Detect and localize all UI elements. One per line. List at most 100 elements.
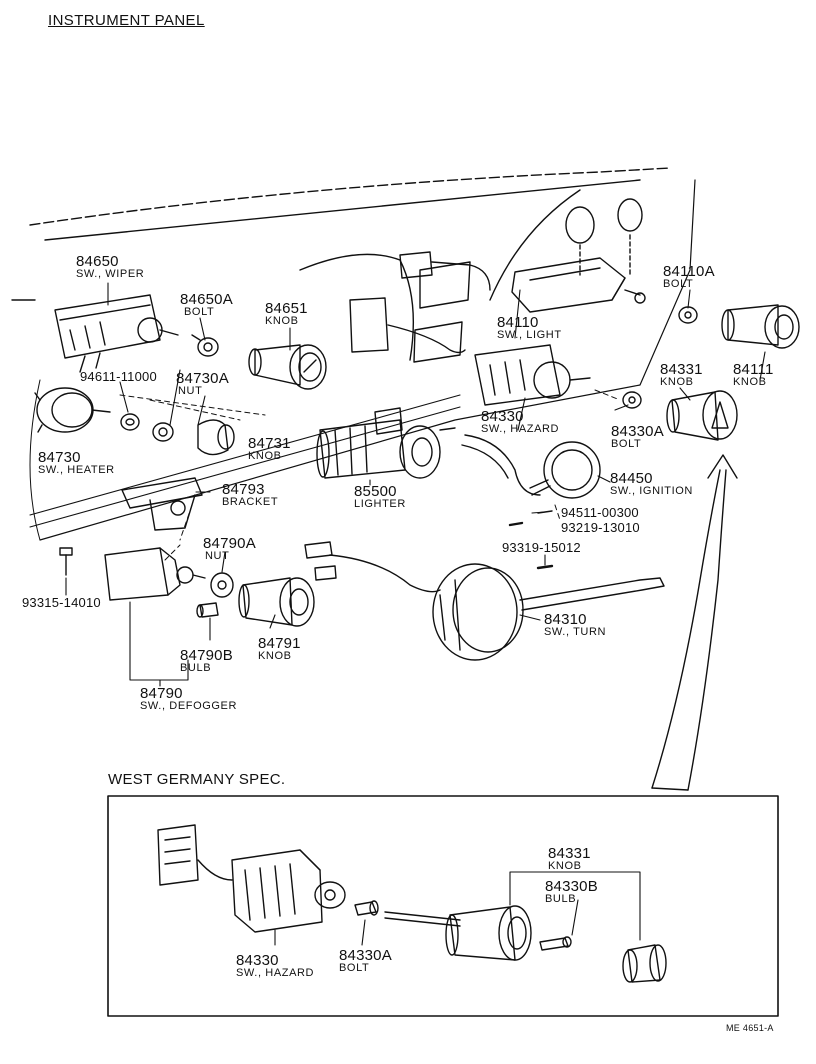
part-number: 84330 (236, 952, 279, 969)
part-number: 84111 (733, 361, 774, 378)
part-label-84110a: 84110A BOLT (663, 264, 715, 290)
part-label-84793: 84793 BRACKET (222, 482, 278, 508)
part-name: SW., HAZARD (481, 423, 560, 435)
part-number: 84330A (339, 947, 392, 964)
knob-84791-drawing (238, 577, 315, 627)
leader-lines (65, 282, 766, 687)
part-name: KNOB (548, 860, 582, 872)
part-number: 84793 (222, 481, 265, 498)
defogger-switch-drawing (104, 547, 206, 601)
part-label-84791: 84791 KNOB (258, 636, 301, 662)
part-label-84310: 84310 SW., TURN (544, 612, 606, 638)
spec-leader-lines (274, 871, 641, 946)
part-name: NUT (205, 550, 230, 562)
spec-reference-arrow (651, 454, 738, 791)
part-number: 84330A (611, 423, 664, 440)
spec-hazard-switch-drawing (157, 824, 346, 933)
knob-84651-drawing (248, 344, 327, 390)
nut-84730a-drawing (152, 422, 174, 442)
part-label-84330: 84330 SW., HAZARD (481, 409, 559, 435)
part-number: 84110 (497, 314, 539, 331)
part-number: 84330B (545, 878, 598, 895)
part-name: SW., IGNITION (610, 485, 693, 497)
part-label-93219: 93219-13010 (561, 521, 640, 534)
part-number: 84730A (176, 370, 229, 387)
part-name: BOLT (611, 438, 642, 450)
part-number: 85500 (354, 483, 397, 500)
part-number: 94611-11000 (80, 369, 157, 384)
part-label-84730: 84730 SW., HEATER (38, 450, 115, 476)
light-switch-drawing (349, 251, 646, 354)
part-number: 84650A (180, 291, 233, 308)
spec-label-84330: 84330 SW., HAZARD (236, 953, 314, 979)
turn-switch-drawing (304, 541, 665, 661)
bulb-84790b-drawing (196, 602, 219, 618)
part-label-85500: 85500 LIGHTER (354, 484, 406, 510)
part-number: 84331 (660, 361, 703, 378)
part-name: SW., TURN (544, 626, 607, 638)
bracket-drawing (121, 477, 203, 531)
part-name: KNOB (733, 376, 767, 388)
diagram-title: INSTRUMENT PANEL (48, 12, 205, 29)
part-label-84731: 84731 KNOB (248, 436, 291, 462)
part-label-84650a: 84650A BOLT (180, 292, 233, 318)
part-number: 93319-15012 (502, 540, 581, 555)
part-label-84651: 84651 KNOB (265, 301, 308, 327)
part-number: 93315-14010 (22, 595, 101, 610)
part-name: BULB (545, 893, 577, 905)
nut-84790a-drawing (210, 572, 234, 598)
part-name: KNOB (248, 450, 282, 462)
wiper-switch-drawing (54, 294, 179, 373)
part-name: SW., DEFOGGER (140, 700, 238, 712)
spec-bolt-84330a-drawing (354, 900, 379, 916)
part-label-84330a: 84330A BOLT (611, 424, 664, 450)
screw-93315-drawing (59, 547, 73, 576)
heater-switch-drawing (34, 387, 111, 433)
bolt-84330a-drawing (622, 391, 642, 409)
drawing-code: ME 4651-A (726, 1023, 774, 1033)
instrument-panel-outline (11, 167, 696, 541)
spec-cap-drawing (622, 944, 667, 983)
part-label-93315: 93315-14010 (22, 596, 101, 609)
spec-label-84330a: 84330A BOLT (339, 948, 392, 974)
hazard-switch-drawing (474, 344, 591, 406)
part-name: SW., HEATER (38, 464, 115, 476)
bolt-84650a-drawing (191, 334, 219, 357)
part-number: 84110A (663, 263, 715, 280)
part-name: SW., WIPER (76, 268, 145, 280)
lighter-drawing (316, 407, 456, 479)
part-number: 84651 (265, 300, 308, 317)
part-number: 84731 (248, 435, 291, 452)
spec-label-84330b: 84330B BULB (545, 879, 598, 905)
knob-84111-drawing (721, 304, 800, 349)
part-number: 84730 (38, 449, 81, 466)
part-label-93319: 93319-15012 (502, 541, 581, 554)
part-label-84450: 84450 SW., IGNITION (610, 471, 693, 497)
part-name: BOLT (339, 962, 370, 974)
part-label-84790: 84790 SW., DEFOGGER (140, 686, 237, 712)
part-number: 84790 (140, 685, 183, 702)
part-number: 84331 (548, 845, 591, 862)
part-number: 94511-00300 (561, 505, 639, 520)
part-number: 84791 (258, 635, 301, 652)
part-name: KNOB (660, 376, 694, 388)
part-label-84110: 84110 SW., LIGHT (497, 315, 562, 341)
spec-section-title: WEST GERMANY SPEC. (108, 771, 286, 788)
part-name: BULB (180, 662, 212, 674)
part-name: KNOB (265, 315, 299, 327)
ignition-switch-drawing (461, 434, 601, 499)
part-number: 84650 (76, 253, 119, 270)
part-number: 84330 (481, 408, 524, 425)
part-number: 93219-13010 (561, 520, 640, 535)
bolt-84110a-drawing (678, 306, 698, 324)
part-label-84111: 84111 KNOB (733, 362, 774, 388)
spec-bulb-84330b-drawing (539, 936, 572, 951)
part-number: 84790B (180, 647, 233, 664)
part-label-94611: 94611-11000 (80, 370, 157, 383)
part-name: NUT (178, 385, 203, 397)
part-name: SW., HAZARD (236, 967, 315, 979)
part-name: KNOB (258, 650, 292, 662)
part-number: 84790A (203, 535, 256, 552)
part-label-94511: 94511-00300 (561, 506, 639, 519)
